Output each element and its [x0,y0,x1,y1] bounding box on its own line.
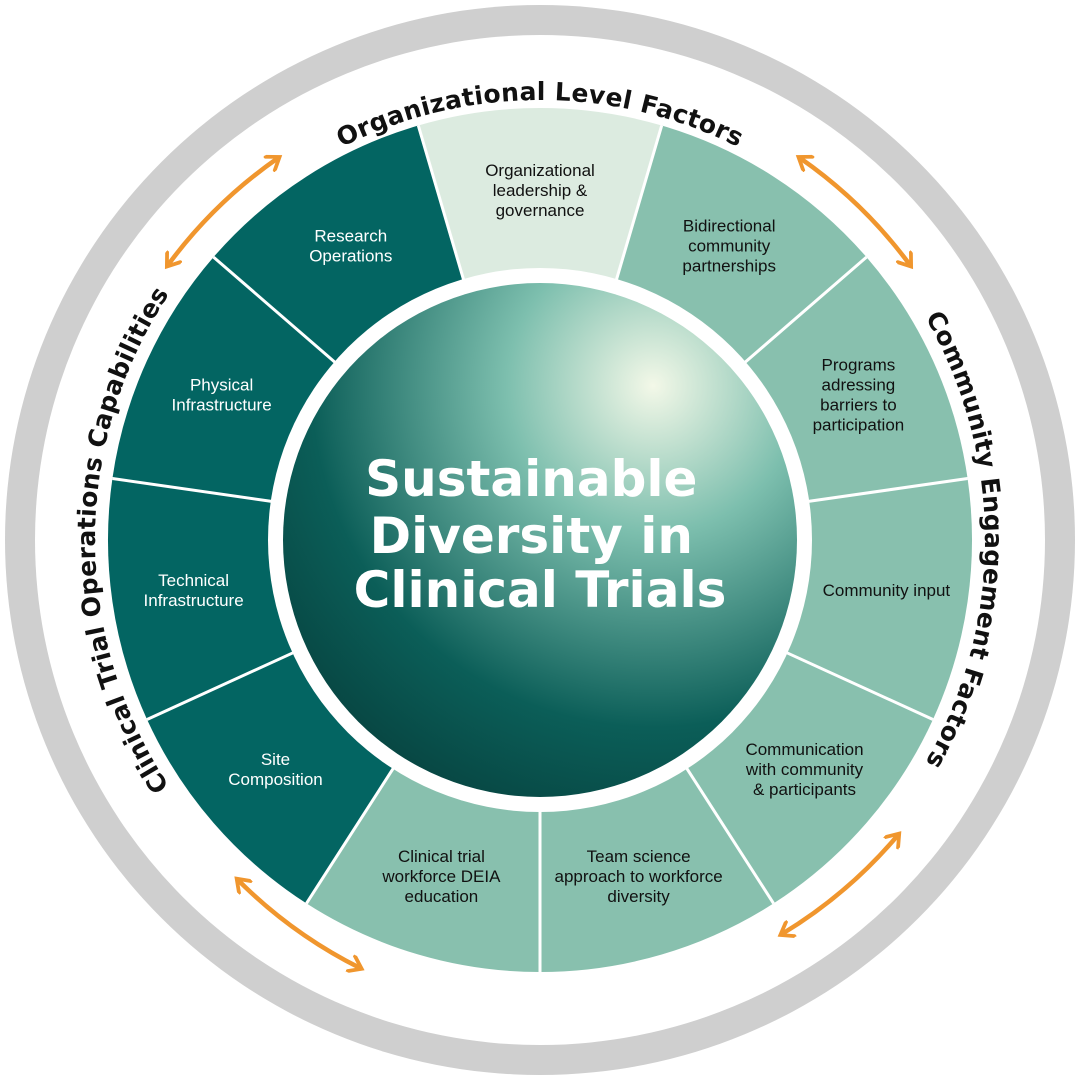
center-title: Sustainable Diversity in Clinical Trials [354,450,727,619]
segment-divider [146,645,306,721]
double-arrow-icon-bottom-right [782,835,898,934]
double-arrow-icon-bottom-left [238,880,360,968]
center-title-line-3: Clinical Trials [354,561,727,619]
segment-label-line: barriers to [820,396,897,415]
segment-divider [774,645,934,721]
segment-label-line: Composition [228,770,323,789]
segment-label-line: Clinical trial [398,847,485,866]
segment-label-line: Organizational [485,161,595,180]
segment-label-line: Site [261,750,290,769]
center-title-line-1: Sustainable [365,450,697,508]
segment-label-3: Community input [823,581,951,600]
segment-label-line: partnerships [682,257,776,276]
segment-label-line: Infrastructure [144,591,244,610]
segment-label-line: governance [496,201,585,220]
segment-divider [212,255,347,373]
segment-label-line: Team science [587,847,691,866]
segment-label-line: Physical [190,376,253,395]
segment-label-line: & participants [753,780,856,799]
double-arrow-icon-top-right [800,158,910,265]
segment-label-line: Operations [309,247,392,266]
segment-label-line: approach to workforce [554,867,722,886]
segment-divider [112,477,285,505]
segment-divider [611,125,664,293]
segment-divider [678,756,775,905]
segment-label-line: Bidirectional [683,217,776,236]
segment-label-line: Research [314,227,387,246]
double-arrow-icon-top-left [168,158,278,265]
segment-label-line: diversity [607,887,670,906]
segment-label-line: adressing [822,376,896,395]
segment-label-line: with community [745,760,864,779]
segment-label-line: Programs [822,356,896,375]
segment-label-line: community [688,237,771,256]
segment-label-line: Technical [158,571,229,590]
segment-label-line: Infrastructure [172,396,272,415]
segment-label-line: participation [813,416,905,435]
segment-label-line: Communication [745,740,863,759]
segment-divider [733,255,868,373]
segment-divider [795,477,968,505]
segment-label-line: workforce DEIA [381,867,501,886]
segment-label-line: education [405,887,479,906]
segment-label-line: Community input [823,581,951,600]
segment-label-line: leadership & [493,181,588,200]
segment-divider [416,125,469,293]
center-circle [283,283,797,797]
center-title-line-2: Diversity in [370,507,693,565]
